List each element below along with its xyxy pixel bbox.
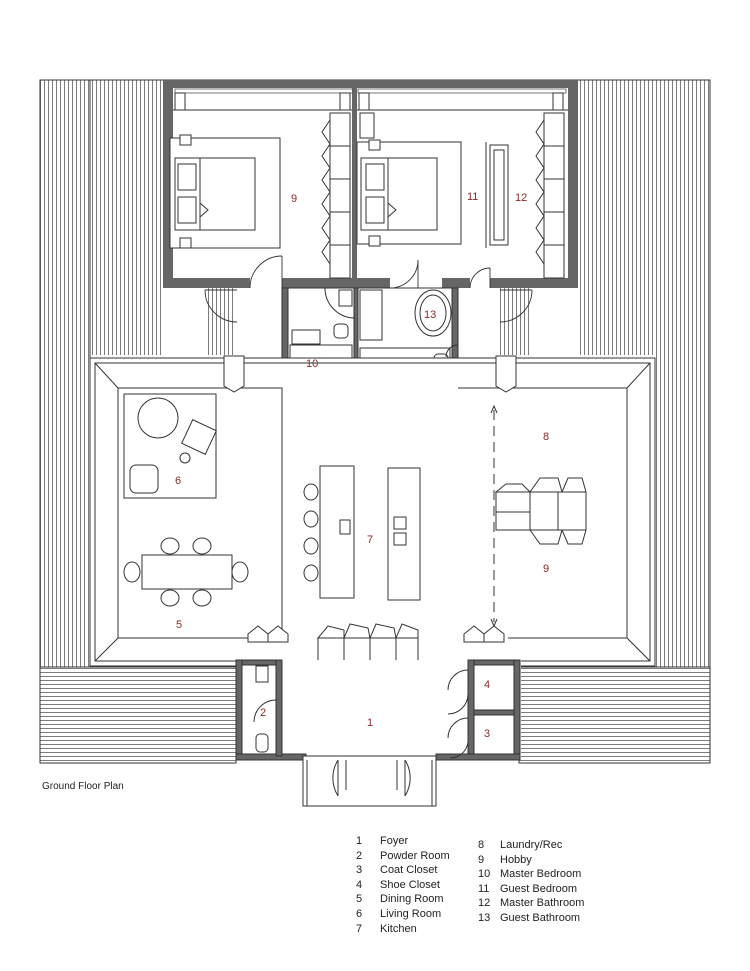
legend-item: 4 Shoe Closet xyxy=(356,878,450,893)
room-label-kitchen: 7 xyxy=(367,534,373,546)
legend-number: 6 xyxy=(356,907,363,920)
legend-number: 12 xyxy=(478,897,491,910)
bed-left xyxy=(169,134,281,249)
legend-item: 12 Master Bathroom xyxy=(478,896,584,911)
legend-label: Guest Bathroom xyxy=(500,911,581,924)
roof-hatching xyxy=(39,79,711,764)
room-label-foyer: 1 xyxy=(367,717,373,729)
room-label-laundry-rec: 8 xyxy=(543,431,549,443)
legend-item: 1 Foyer xyxy=(356,834,450,849)
legend-label: Master Bathroom xyxy=(500,897,585,910)
room-label-living-room: 6 xyxy=(175,475,181,487)
legend-item: 3 Coat Closet xyxy=(356,863,450,878)
legend-number: 3 xyxy=(356,864,363,877)
legend-number: 7 xyxy=(356,922,363,935)
wardrobe-right xyxy=(485,112,565,279)
legend-label: Foyer xyxy=(380,835,409,847)
wardrobe-left xyxy=(321,112,351,279)
legend-item: 5 Dining Room xyxy=(356,892,450,907)
bed-right xyxy=(356,112,462,247)
room-numbers: 1 2 3 4 5 6 7 8 9 9 10 11 12 13 xyxy=(175,191,549,740)
room-label-coat-closet: 3 xyxy=(484,728,490,740)
legend-number: 9 xyxy=(478,853,485,866)
room-label-shoe-closet: 4 xyxy=(484,679,490,691)
legend-label: Guest Bedroom xyxy=(500,882,578,895)
legend-item: 9 Hobby xyxy=(478,853,584,868)
legend-number: 2 xyxy=(356,849,363,862)
legend-number: 4 xyxy=(356,878,363,891)
legend-label: Master Bedroom xyxy=(500,868,582,881)
room-label-dining-room: 5 xyxy=(176,619,182,631)
room-label-master-bedroom: 10 xyxy=(306,358,318,370)
legend-label: Shoe Closet xyxy=(380,878,440,891)
doors-bedroom xyxy=(204,255,533,323)
legend-item: 10 Master Bedroom xyxy=(478,867,584,882)
legend-label: Hobby xyxy=(500,853,532,866)
columns xyxy=(223,355,517,643)
hobby-zone xyxy=(490,404,587,628)
room-label-hobby: 9 xyxy=(543,563,549,575)
room-label-master-bathroom: 12 xyxy=(515,192,527,204)
legend-label: Dining Room xyxy=(380,893,444,906)
legend-label: Coat Closet xyxy=(380,864,438,877)
legend-label: Laundry/Rec xyxy=(500,839,563,851)
legend-item: 13 Guest Bathroom xyxy=(478,911,584,926)
plan-title: Ground Floor Plan xyxy=(42,781,124,792)
legend-number: 5 xyxy=(356,893,363,906)
legend-number: 1 xyxy=(356,835,363,847)
room-label-guest-bedroom: 11 xyxy=(467,191,478,203)
legend-item: 6 Living Room xyxy=(356,907,450,922)
legend-left: 1 Foyer 2 Powder Room 3 Coat Closet 4 Shoe Clos… xyxy=(356,834,450,936)
room-label-bedroom-left: 9 xyxy=(291,193,297,205)
entry-wing xyxy=(235,659,521,807)
room-label-guest-bathroom: 13 xyxy=(424,309,436,321)
legend-number: 13 xyxy=(478,911,491,924)
legend-number: 10 xyxy=(478,868,491,881)
room-label-powder-room: 2 xyxy=(260,707,266,719)
legend-label: Kitchen xyxy=(380,922,417,935)
legend-item: 7 Kitchen xyxy=(356,922,450,937)
legend-label: Living Room xyxy=(380,907,442,920)
dining-furniture xyxy=(123,537,249,607)
legend-item: 8 Laundry/Rec xyxy=(478,838,584,853)
legend-number: 11 xyxy=(478,882,490,895)
legend-label: Powder Room xyxy=(380,849,450,862)
legend-item: 2 Powder Room xyxy=(356,849,450,864)
kitchen-furniture xyxy=(303,465,421,601)
legend-number: 8 xyxy=(478,839,485,851)
living-room-furniture xyxy=(123,393,217,499)
legend-item: 11 Guest Bedroom xyxy=(478,882,584,897)
